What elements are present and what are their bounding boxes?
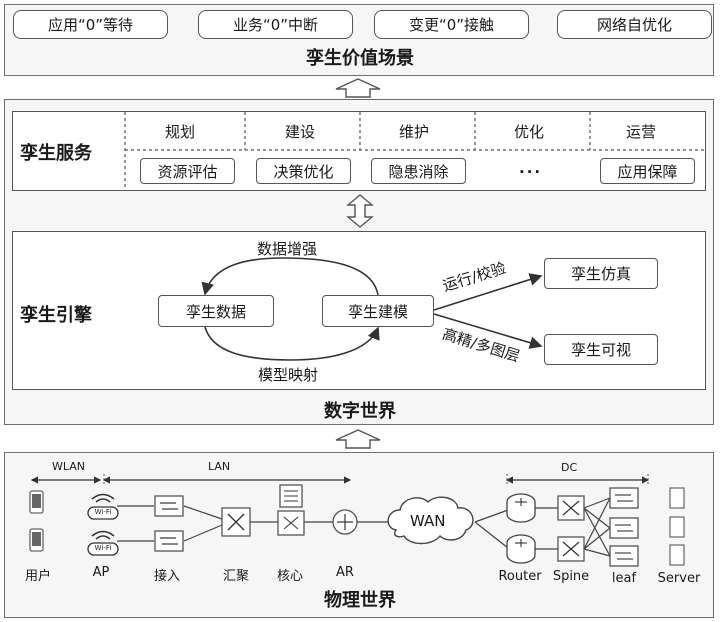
twin-visual-node: 孪生可视 [544,334,658,365]
service-optimize: 优化 [514,123,545,141]
value-scenes-title: 孪生价值场景 [306,48,414,69]
device-label-ar: AR [336,565,354,580]
access-switch-icon [154,495,184,552]
twin-services-label: 孪生服务 [20,143,92,164]
service-app-assurance: 应用保障 [600,158,695,184]
leaf-switch-icon [609,487,639,567]
twin-engine-label: 孪生引擎 [20,305,92,326]
wifi-badge: Wi-Fi [94,508,112,516]
device-label-server: Server [657,571,701,586]
twin-data-node: 孪生数据 [158,295,274,327]
digital-world-title: 数字世界 [324,401,396,422]
device-label-aggregation: 汇聚 [222,569,250,584]
span-label-dc: DC [561,461,578,474]
server-icon [669,487,685,566]
service-plan: 规划 [165,123,196,141]
service-risk-elim: 隐患消除 [371,158,466,184]
wan-label: WAN [410,512,446,530]
wifi-ap-icon [91,493,115,540]
device-label-spine: Spine [552,569,590,584]
scene-app-zero-wait: 应用“0”等待 [13,10,168,39]
span-label-wlan: WLAN [52,460,86,473]
device-label-core: 核心 [276,569,304,584]
scene-service-zero-interrupt: 业务“0”中断 [198,10,353,39]
twin-modeling-node: 孪生建模 [322,295,434,327]
core-switch-icon [277,484,305,536]
service-operate: 运营 [626,123,657,141]
arrow-label-data-enhance: 数据增强 [257,240,318,258]
scene-network-self-optimize: 网络自优化 [557,10,712,39]
service-maintain: 维护 [399,123,430,141]
service-decision-opt: 决策优化 [256,158,351,184]
hollow-double-arrow-icon [346,194,374,228]
service-resource-eval: 资源评估 [140,158,235,184]
hollow-up-arrow-icon [335,78,381,98]
physical-world-title: 物理世界 [324,590,396,611]
device-label-user: 用户 [24,569,52,584]
spine-switch-icon [557,495,585,562]
span-label-lan: LAN [208,460,231,473]
device-label-ap: AP [92,565,110,580]
arrow-label-model-mapping: 模型映射 [258,366,319,384]
wifi-badge: Wi-Fi [94,544,112,552]
device-label-router: Router [498,569,542,584]
service-ellipsis: ... [519,159,543,177]
device-label-leaf: leaf [611,571,637,586]
wan-cloud-icon [387,496,474,545]
hollow-up-arrow-icon [335,429,381,449]
device-label-access: 接入 [153,569,181,584]
scene-change-zero-contact: 变更“0”接触 [374,10,529,39]
twin-simulation-node: 孪生仿真 [544,258,658,289]
service-build: 建设 [285,123,316,141]
